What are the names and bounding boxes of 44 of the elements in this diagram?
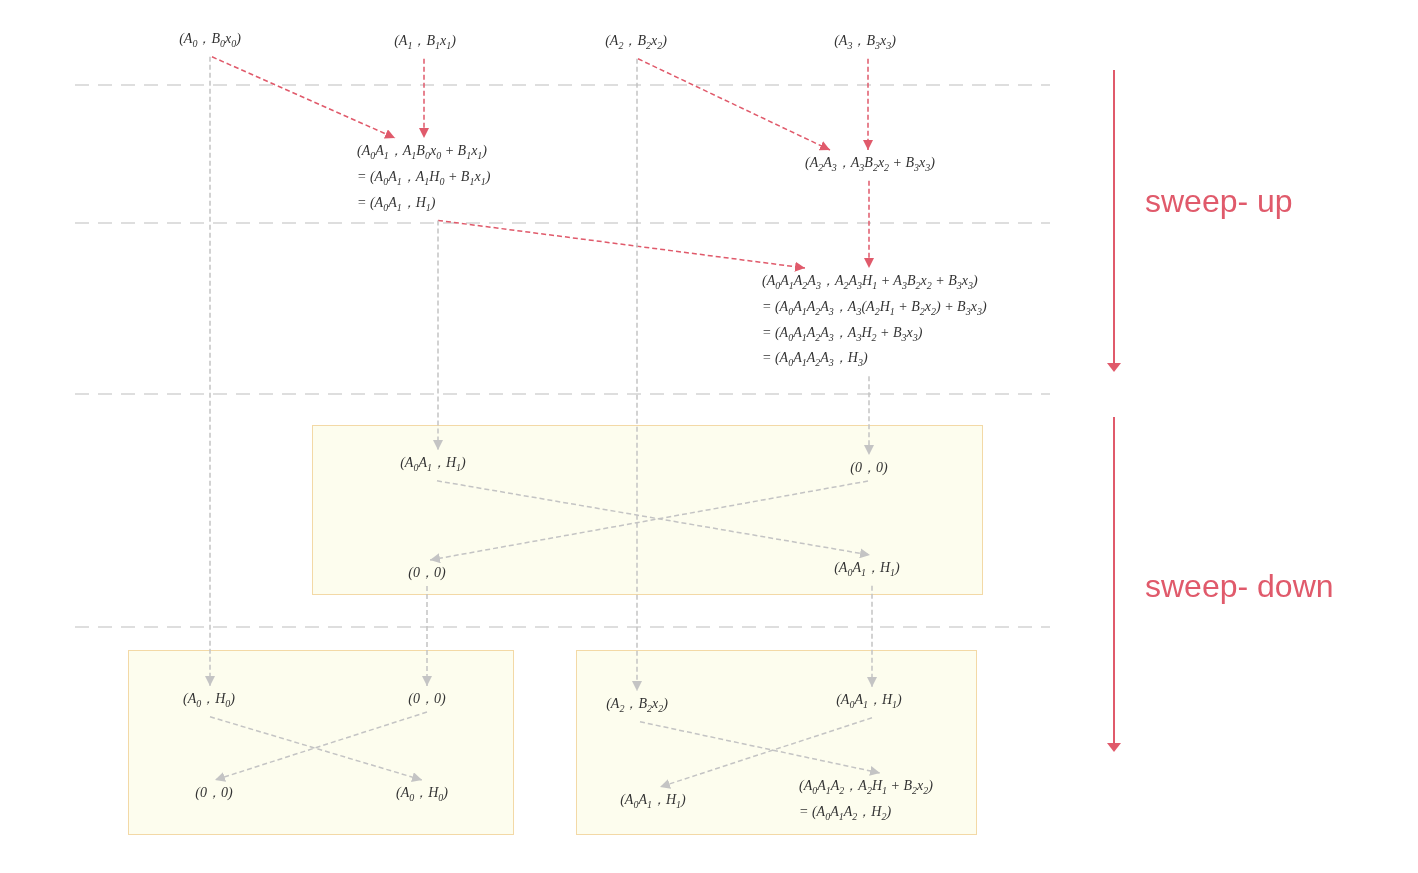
- math-expression: (0，0): [408, 562, 446, 583]
- equation-line: = (A$_{0}$A$_{1}$，A$_{1}$H$_{0}$ + B$_{1}$x$_{1}$): [357, 167, 491, 189]
- panel-box: [576, 650, 977, 835]
- math-expression: (A$_{0}$A$_{1}$，H$_{1}$): [400, 452, 466, 478]
- equation-line: = (A$_{0}$A$_{1}$A$_{2}$A$_{3}$，A$_{3}$H$_{2}$ + B$_{3}$x$_{3}$): [762, 323, 923, 345]
- panel-box: [312, 425, 983, 595]
- equation-line: (A$_{0}$A$_{1}$A$_{2}$A$_{3}$，A$_{2}$A$_{3}$H$_{1}$ + A$_{3}$B$_{2}$x$_{2}$ + B$_{3}$x$_{3}$): [762, 272, 978, 293]
- equation-line: (A$_{0}$A$_{1}$A$_{2}$，A$_{2}$H$_{1}$ + B$_{2}$x$_{2}$): [799, 777, 933, 798]
- math-expression: (A$_{0}$A$_{1}$，H$_{1}$): [834, 557, 900, 583]
- arrow: [639, 721, 881, 776]
- sweep-label: sweep- down: [1145, 568, 1334, 605]
- equation-line: = (A$_{0}$A$_{1}$A$_{2}$A$_{3}$，H$_{3}$): [762, 349, 868, 371]
- math-expression: (A$_{2}$，B$_{2}$x$_{2}$): [605, 30, 667, 56]
- arrow: [419, 58, 429, 139]
- arrow: [863, 58, 873, 151]
- math-expression: (A$_{0}$，H$_{0}$): [396, 782, 448, 808]
- arrow: [864, 180, 874, 269]
- math-expression: (0，0): [850, 457, 888, 478]
- arrow: [632, 58, 642, 692]
- arrow: [864, 375, 874, 456]
- math-expression: (A$_{2}$A$_{3}$，A$_{3}$B$_{2}$x$_{2}$ + B$_{3}$x$_{3}$): [805, 152, 935, 178]
- equation-line: = (A$_{0}$A$_{1}$，H$_{1}$): [357, 193, 436, 215]
- math-expression: (A$_{0}$A$_{1}$，H$_{1}$): [620, 789, 686, 815]
- panel-box: [128, 650, 514, 835]
- math-expression: (A$_{0}$，H$_{0}$): [183, 688, 235, 714]
- arrow: [637, 58, 831, 151]
- arrow: [211, 56, 396, 139]
- math-expression: (A$_{0}$，B$_{0}$x$_{0}$): [179, 28, 241, 54]
- equation-line: (A$_{0}$A$_{1}$，A$_{1}$B$_{0}$x$_{0}$ + B$_{1}$x$_{1}$): [357, 142, 487, 163]
- sweep-label: sweep- up: [1145, 183, 1293, 220]
- arrow: [437, 219, 806, 272]
- math-expression: (A$_{0}$A$_{1}$，H$_{1}$): [836, 689, 902, 715]
- arrow: [867, 585, 877, 688]
- math-expression: (A$_{1}$，B$_{1}$x$_{1}$): [394, 30, 456, 56]
- math-expression: (A$_{3}$，B$_{3}$x$_{3}$): [834, 30, 896, 56]
- arrow: [433, 219, 443, 451]
- math-expression: (A$_{2}$，B$_{2}$x$_{2}$): [606, 693, 668, 719]
- equation-line: = (A$_{0}$A$_{1}$A$_{2}$A$_{3}$，A$_{3}$(A$_{2}$H$_{1}$ + B$_{2}$x$_{2}$) + B$_{3}$x$_{3}$): [762, 297, 987, 319]
- math-expression: (0，0): [195, 782, 233, 803]
- arrow: [205, 56, 215, 687]
- arrow: [659, 717, 873, 789]
- arrow: [422, 585, 432, 687]
- math-expression: (0，0): [408, 688, 446, 709]
- equation-line: = (A$_{0}$A$_{1}$A$_{2}$，H$_{2}$): [799, 802, 892, 824]
